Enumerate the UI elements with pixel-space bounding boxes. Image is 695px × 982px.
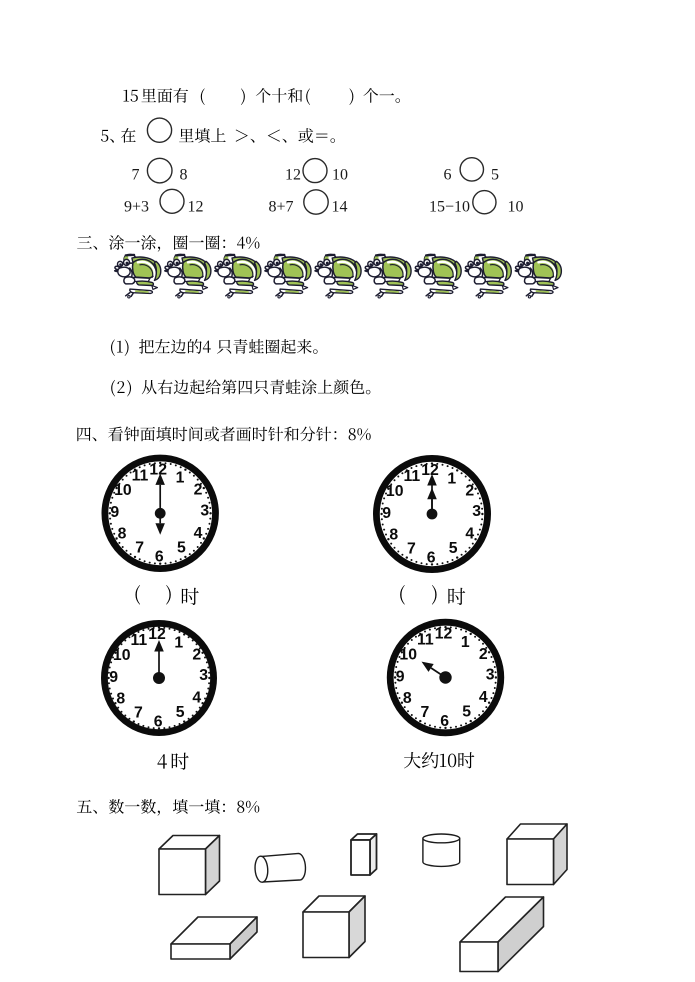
svg-text:2: 2 [194,482,203,499]
svg-text:8: 8 [403,690,412,707]
svg-text:4: 4 [465,526,474,543]
svg-text:6: 6 [444,167,452,184]
svg-text:2: 2 [465,482,474,499]
svg-text:1: 1 [174,634,183,651]
svg-text:5: 5 [491,167,499,184]
svg-text:10: 10 [386,483,404,500]
svg-text:1: 1 [461,634,470,651]
svg-text:11: 11 [130,632,147,649]
svg-text:8+7: 8+7 [269,199,294,216]
svg-text:14: 14 [332,199,348,216]
svg-text:7: 7 [421,704,430,721]
svg-text:15−10: 15−10 [429,199,470,216]
svg-text:3: 3 [486,667,495,684]
svg-text:7: 7 [407,540,416,557]
svg-text:5: 5 [449,540,458,557]
svg-text:6: 6 [154,713,163,730]
svg-text:12: 12 [149,462,167,479]
svg-text:12: 12 [435,626,453,643]
svg-text:4: 4 [192,690,201,707]
svg-text:9: 9 [109,669,118,686]
svg-text:11: 11 [403,468,420,485]
svg-text:1: 1 [176,470,185,487]
svg-text:6: 6 [427,549,436,566]
svg-text:8: 8 [389,526,398,543]
svg-text:12: 12 [148,626,166,643]
svg-text:1: 1 [447,470,456,487]
svg-text:9+3: 9+3 [124,199,149,216]
svg-text:2: 2 [192,646,201,663]
svg-text:9: 9 [382,505,391,522]
svg-text:5: 5 [176,704,185,721]
svg-text:12: 12 [421,462,439,479]
svg-text:10: 10 [114,482,132,499]
svg-text:6: 6 [440,713,449,730]
svg-text:12: 12 [188,199,204,216]
svg-text:7: 7 [135,540,144,557]
svg-text:6: 6 [155,549,164,566]
svg-text:4: 4 [479,689,488,706]
svg-text:7: 7 [132,167,140,184]
svg-text:10: 10 [332,167,348,184]
svg-text:4: 4 [194,525,203,542]
svg-text:10: 10 [508,199,524,216]
svg-text:11: 11 [132,467,149,484]
svg-text:5: 5 [177,539,186,556]
svg-text:8: 8 [180,167,188,184]
svg-text:9: 9 [396,668,405,685]
svg-text:9: 9 [110,504,119,521]
svg-text:3: 3 [199,667,208,684]
svg-text:3: 3 [200,502,209,519]
svg-text:5: 5 [462,704,471,721]
svg-text:8: 8 [116,690,125,707]
svg-text:2: 2 [479,646,488,663]
svg-text:8: 8 [118,526,127,543]
svg-text:10: 10 [399,646,417,663]
svg-text:7: 7 [134,704,143,721]
svg-text:3: 3 [472,503,481,520]
svg-text:11: 11 [417,632,434,649]
svg-text:12: 12 [285,167,301,184]
svg-text:10: 10 [113,647,131,664]
